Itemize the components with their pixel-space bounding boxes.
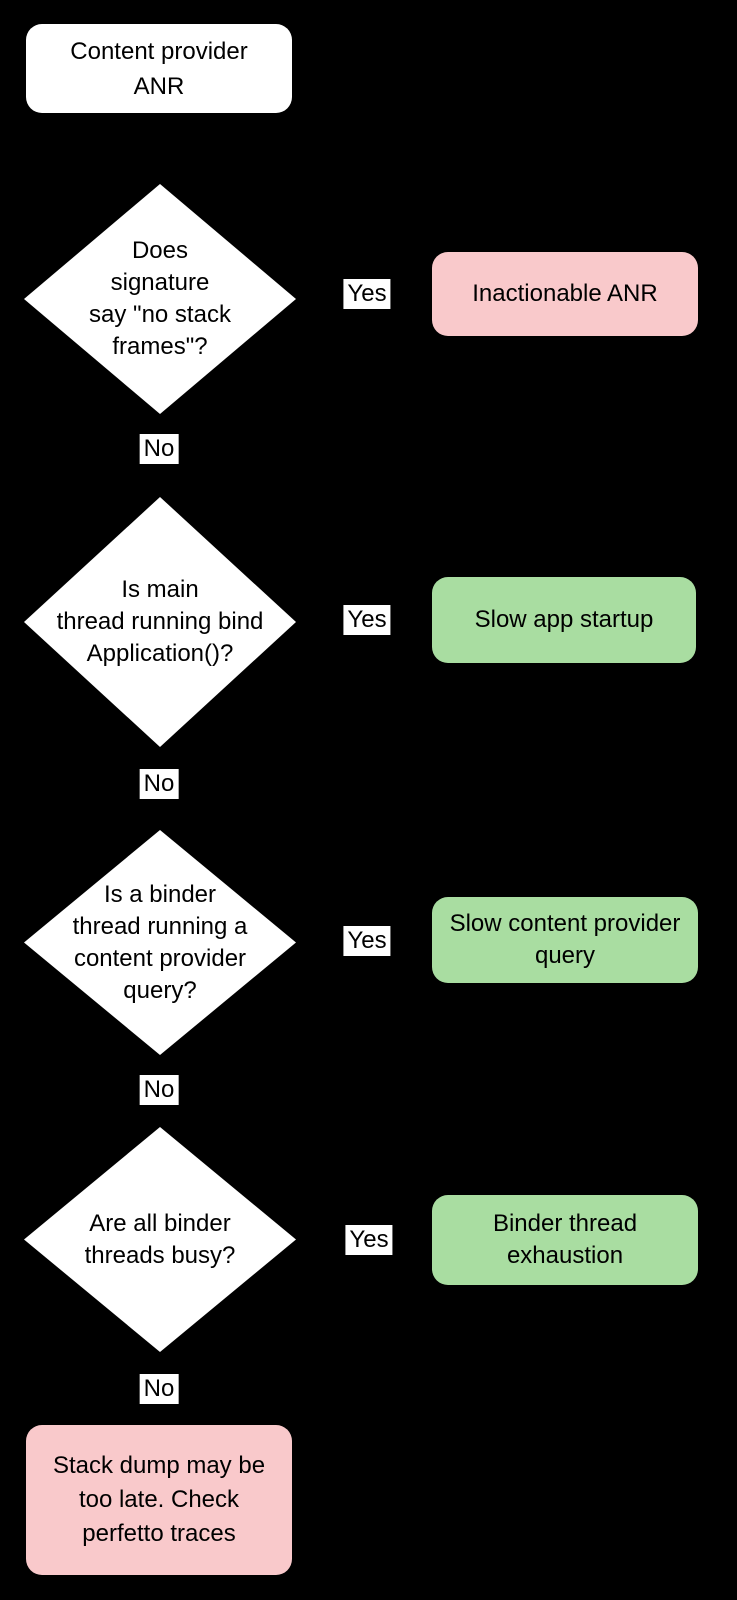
start-node: Content provider ANR <box>26 24 292 113</box>
outcome-node-2: Slow app startup <box>432 577 696 663</box>
no-label-3: No <box>139 1075 179 1105</box>
outcome-node-4: Binder thread exhaustion <box>432 1195 698 1285</box>
no-label-2: No <box>139 769 179 799</box>
no-label-1: No <box>139 434 179 464</box>
yes-label-2: Yes <box>343 605 391 635</box>
decision-question-3: Is a binder thread running a content pro… <box>72 880 248 1004</box>
decision-node-4: Are all binder threads busy? <box>24 1127 296 1352</box>
decision-node-3: Is a binder thread running a content pro… <box>24 830 296 1055</box>
decision-question-1: Does signature say "no stack frames"? <box>89 237 231 360</box>
decision-node-1: Does signature say "no stack frames"? <box>24 184 296 414</box>
outcome-node-1: Inactionable ANR <box>432 252 698 336</box>
yes-label-1: Yes <box>343 279 391 309</box>
yes-label-4: Yes <box>345 1225 393 1255</box>
decision-question-2: Is main thread running bind Application(… <box>56 576 264 667</box>
no-label-4: No <box>139 1374 179 1404</box>
fallback-node: Stack dump may be too late. Check perfet… <box>26 1425 292 1575</box>
decision-question-4: Are all binder threads busy? <box>84 1209 236 1269</box>
decision-node-2: Is main thread running bind Application(… <box>24 497 296 747</box>
outcome-node-3: Slow content provider query <box>432 897 698 983</box>
yes-label-3: Yes <box>343 926 391 956</box>
